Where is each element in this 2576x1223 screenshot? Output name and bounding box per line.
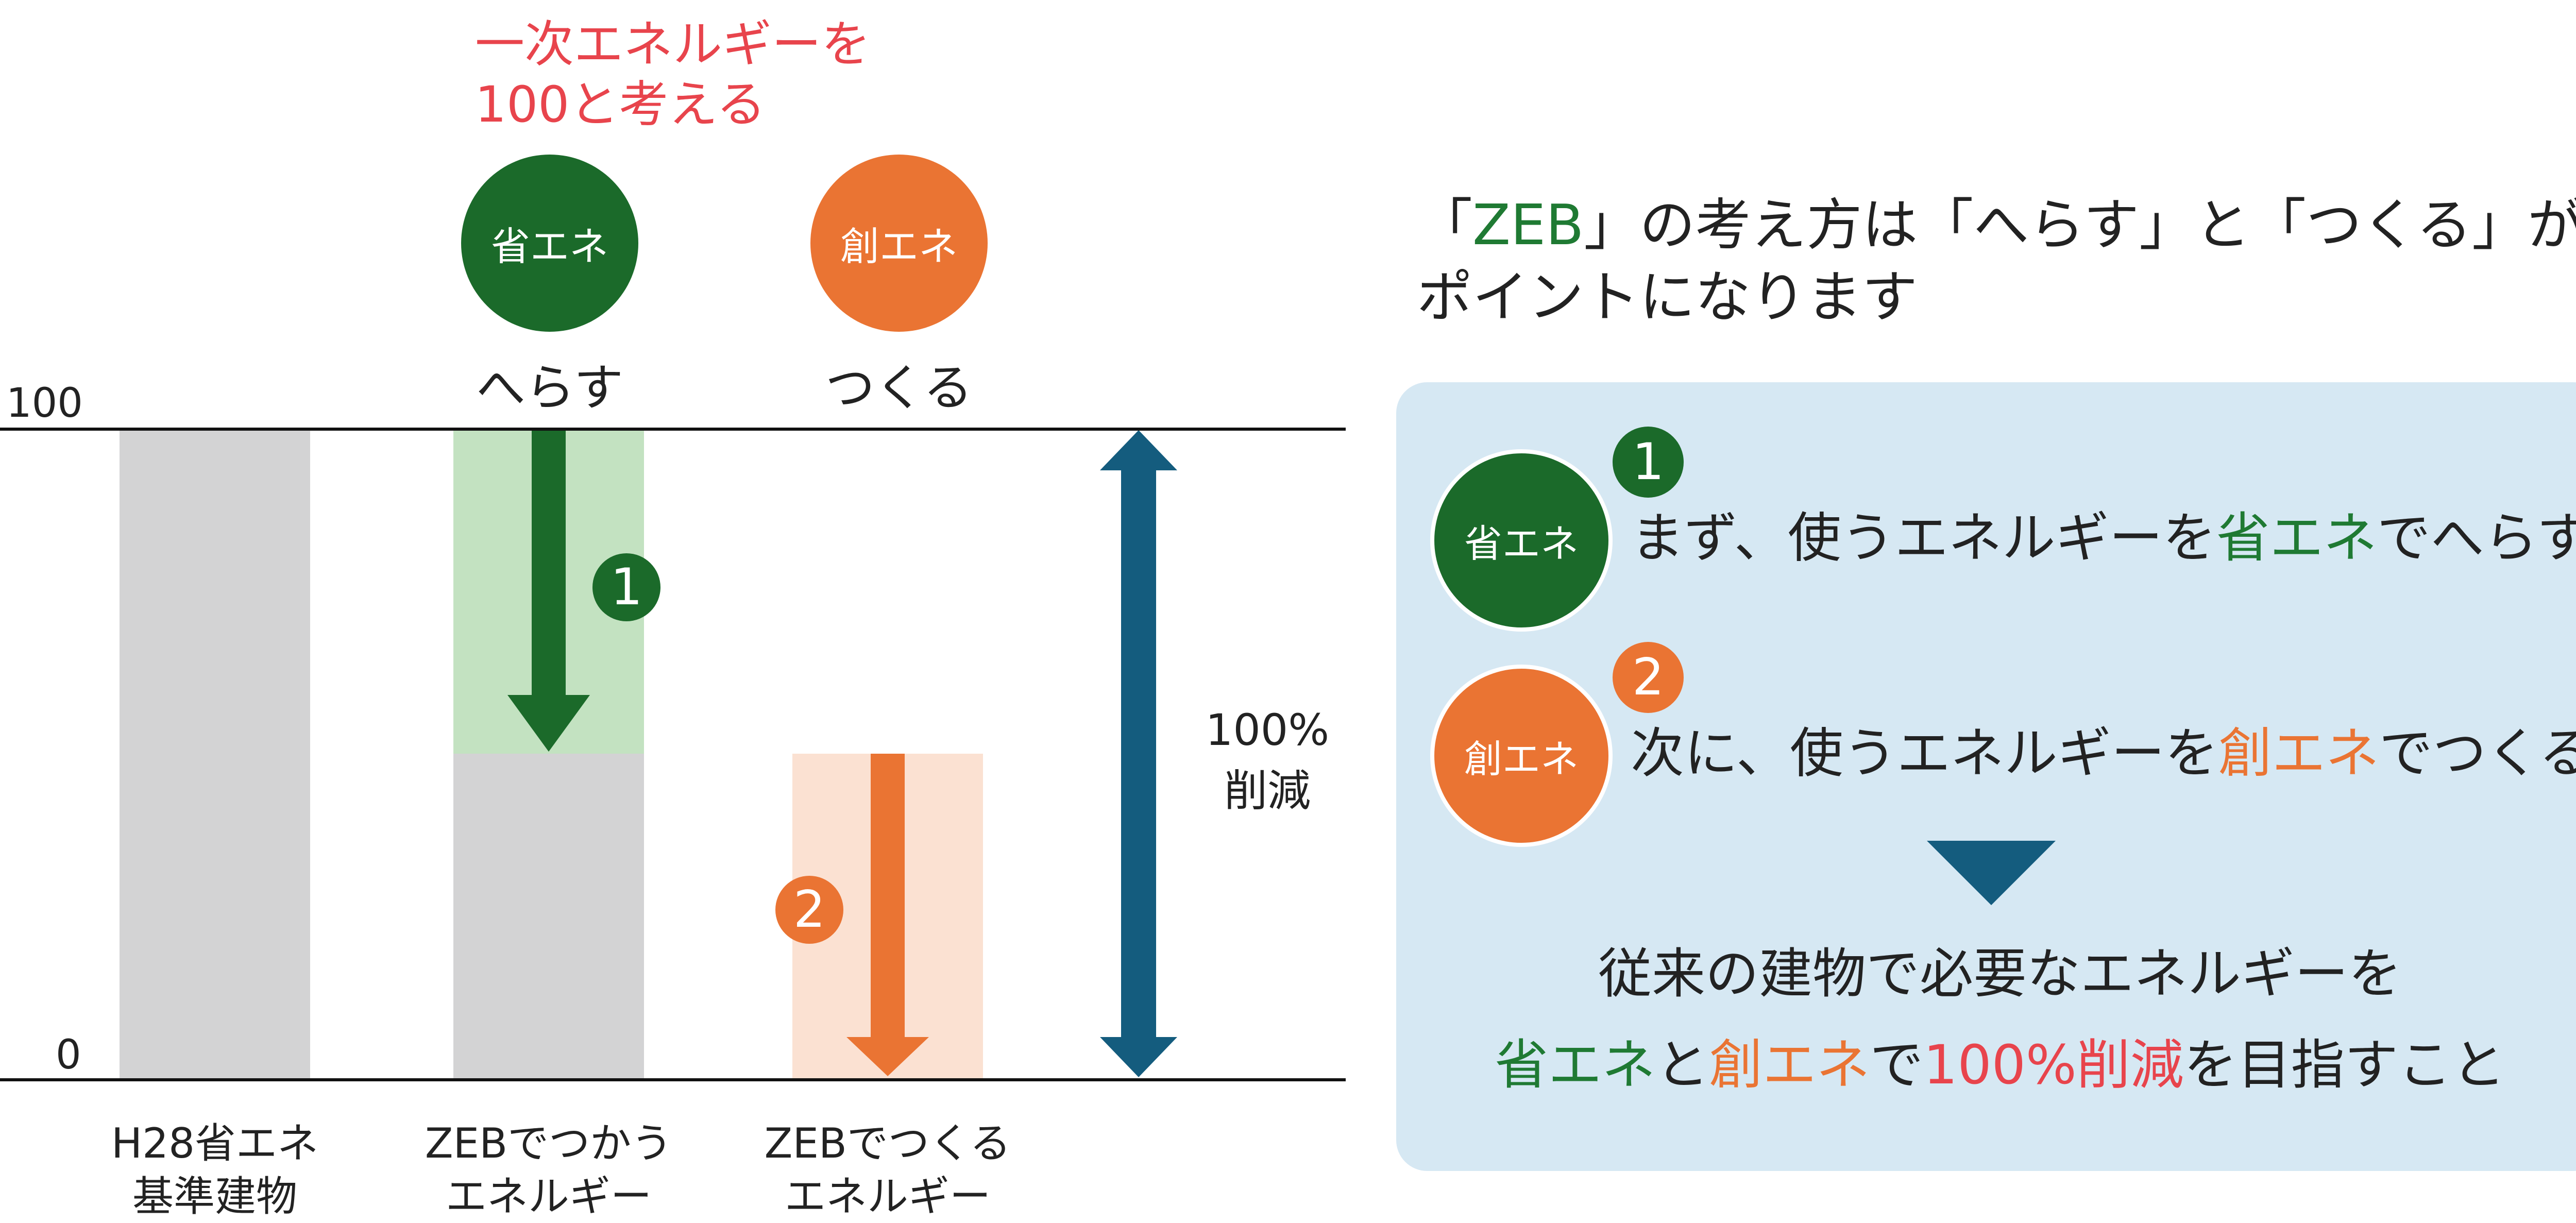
row1-after: でへらす (2377, 506, 2576, 569)
panel-row1-text: まず、使うエネルギーを省エネでへらす (1631, 511, 2576, 565)
final-saving: 省エネ (1495, 1033, 1656, 1096)
final-creation: 創エネ (1709, 1033, 1870, 1096)
panel-row2-text: 次に、使うエネルギーを創エネでつくる (1631, 726, 2576, 780)
energy-saving-circle-label: 省エネ (491, 224, 608, 269)
energy-creation-circle-label: 創エネ (840, 224, 958, 269)
panel-saving-circle-label: 省エネ (1464, 521, 1579, 566)
title-rest: 」の考え方は「へらす」と「つくる」が (1584, 193, 2576, 258)
panel-creation-circle: 創エネ (1430, 665, 1613, 847)
bar-label-h28-line1: H28省エネ (111, 1119, 318, 1167)
bar-h28-baseline (120, 429, 310, 1078)
final-reduction: 100%削減 (1923, 1033, 2184, 1096)
energy-saving-circle: 省エネ (461, 155, 638, 332)
line-0 (0, 1078, 1346, 1081)
row1-before: まず、使うエネルギーを (1631, 506, 2216, 569)
final-line2: 省エネと創エネで100%削減を目指すこと (1396, 1038, 2576, 1092)
badge-2-left-number: 2 (793, 880, 826, 939)
create-caption: つくる (825, 359, 973, 417)
bar-label-zeb-use-line2: エネルギー (446, 1173, 652, 1220)
final-de: で (1870, 1033, 1924, 1096)
badge-1-left: 1 (592, 553, 660, 621)
arrow-down-orange (846, 754, 929, 1076)
line-100 (0, 428, 1346, 431)
row1-highlight: 省エネ (2216, 506, 2377, 569)
header-note-line1: 一次エネルギーを (475, 15, 871, 73)
row2-after: でつくる (2379, 722, 2576, 785)
page-title-line2: ポイントになります (1417, 265, 1918, 330)
bar-zeb-use-remaining (453, 754, 644, 1078)
reduction-word: 削減 (1224, 766, 1311, 816)
panel-saving-circle: 省エネ (1430, 449, 1613, 632)
row2-before: 次に、使うエネルギーを (1631, 722, 2218, 785)
final-line1: 従来の建物で必要なエネルギーを (1598, 942, 2402, 1005)
axis-label-100: 100 (6, 380, 83, 427)
bar-label-zeb-create-line1: ZEBでつくる (764, 1119, 1011, 1167)
page-title-line1: 「ZEB」の考え方は「へらす」と「つくる」が (1417, 180, 2576, 261)
final-and: と (1655, 1033, 1709, 1096)
badge-1-panel-number: 1 (1632, 433, 1665, 491)
badge-2-panel-number: 2 (1632, 648, 1665, 707)
down-triangle-icon (1927, 841, 2056, 905)
reduction-double-arrow (1100, 430, 1177, 1077)
title-zeb: ZEB (1472, 193, 1584, 258)
header-note-line2: 100と考える (475, 76, 766, 133)
bar-label-h28-line2: 基準建物 (132, 1173, 297, 1220)
final-goal: を目指すこと (2183, 1033, 2505, 1096)
axis-label-0: 0 (56, 1032, 81, 1078)
badge-2-left: 2 (775, 876, 843, 944)
row2-highlight: 創エネ (2218, 722, 2379, 785)
reduce-caption: へらす (476, 359, 624, 417)
badge-1-left-number: 1 (610, 558, 643, 617)
title-bracket: 「 (1417, 193, 1473, 258)
bar-label-zeb-use-line1: ZEBでつかう (425, 1119, 673, 1167)
panel-creation-circle-label: 創エネ (1464, 737, 1579, 782)
reduction-percent: 100% (1205, 705, 1330, 755)
arrow-down-green (507, 429, 590, 752)
badge-1-panel: 1 (1613, 427, 1684, 498)
bar-label-zeb-create-line2: エネルギー (785, 1173, 991, 1220)
energy-creation-circle: 創エネ (810, 155, 988, 332)
badge-2-panel: 2 (1613, 642, 1684, 713)
